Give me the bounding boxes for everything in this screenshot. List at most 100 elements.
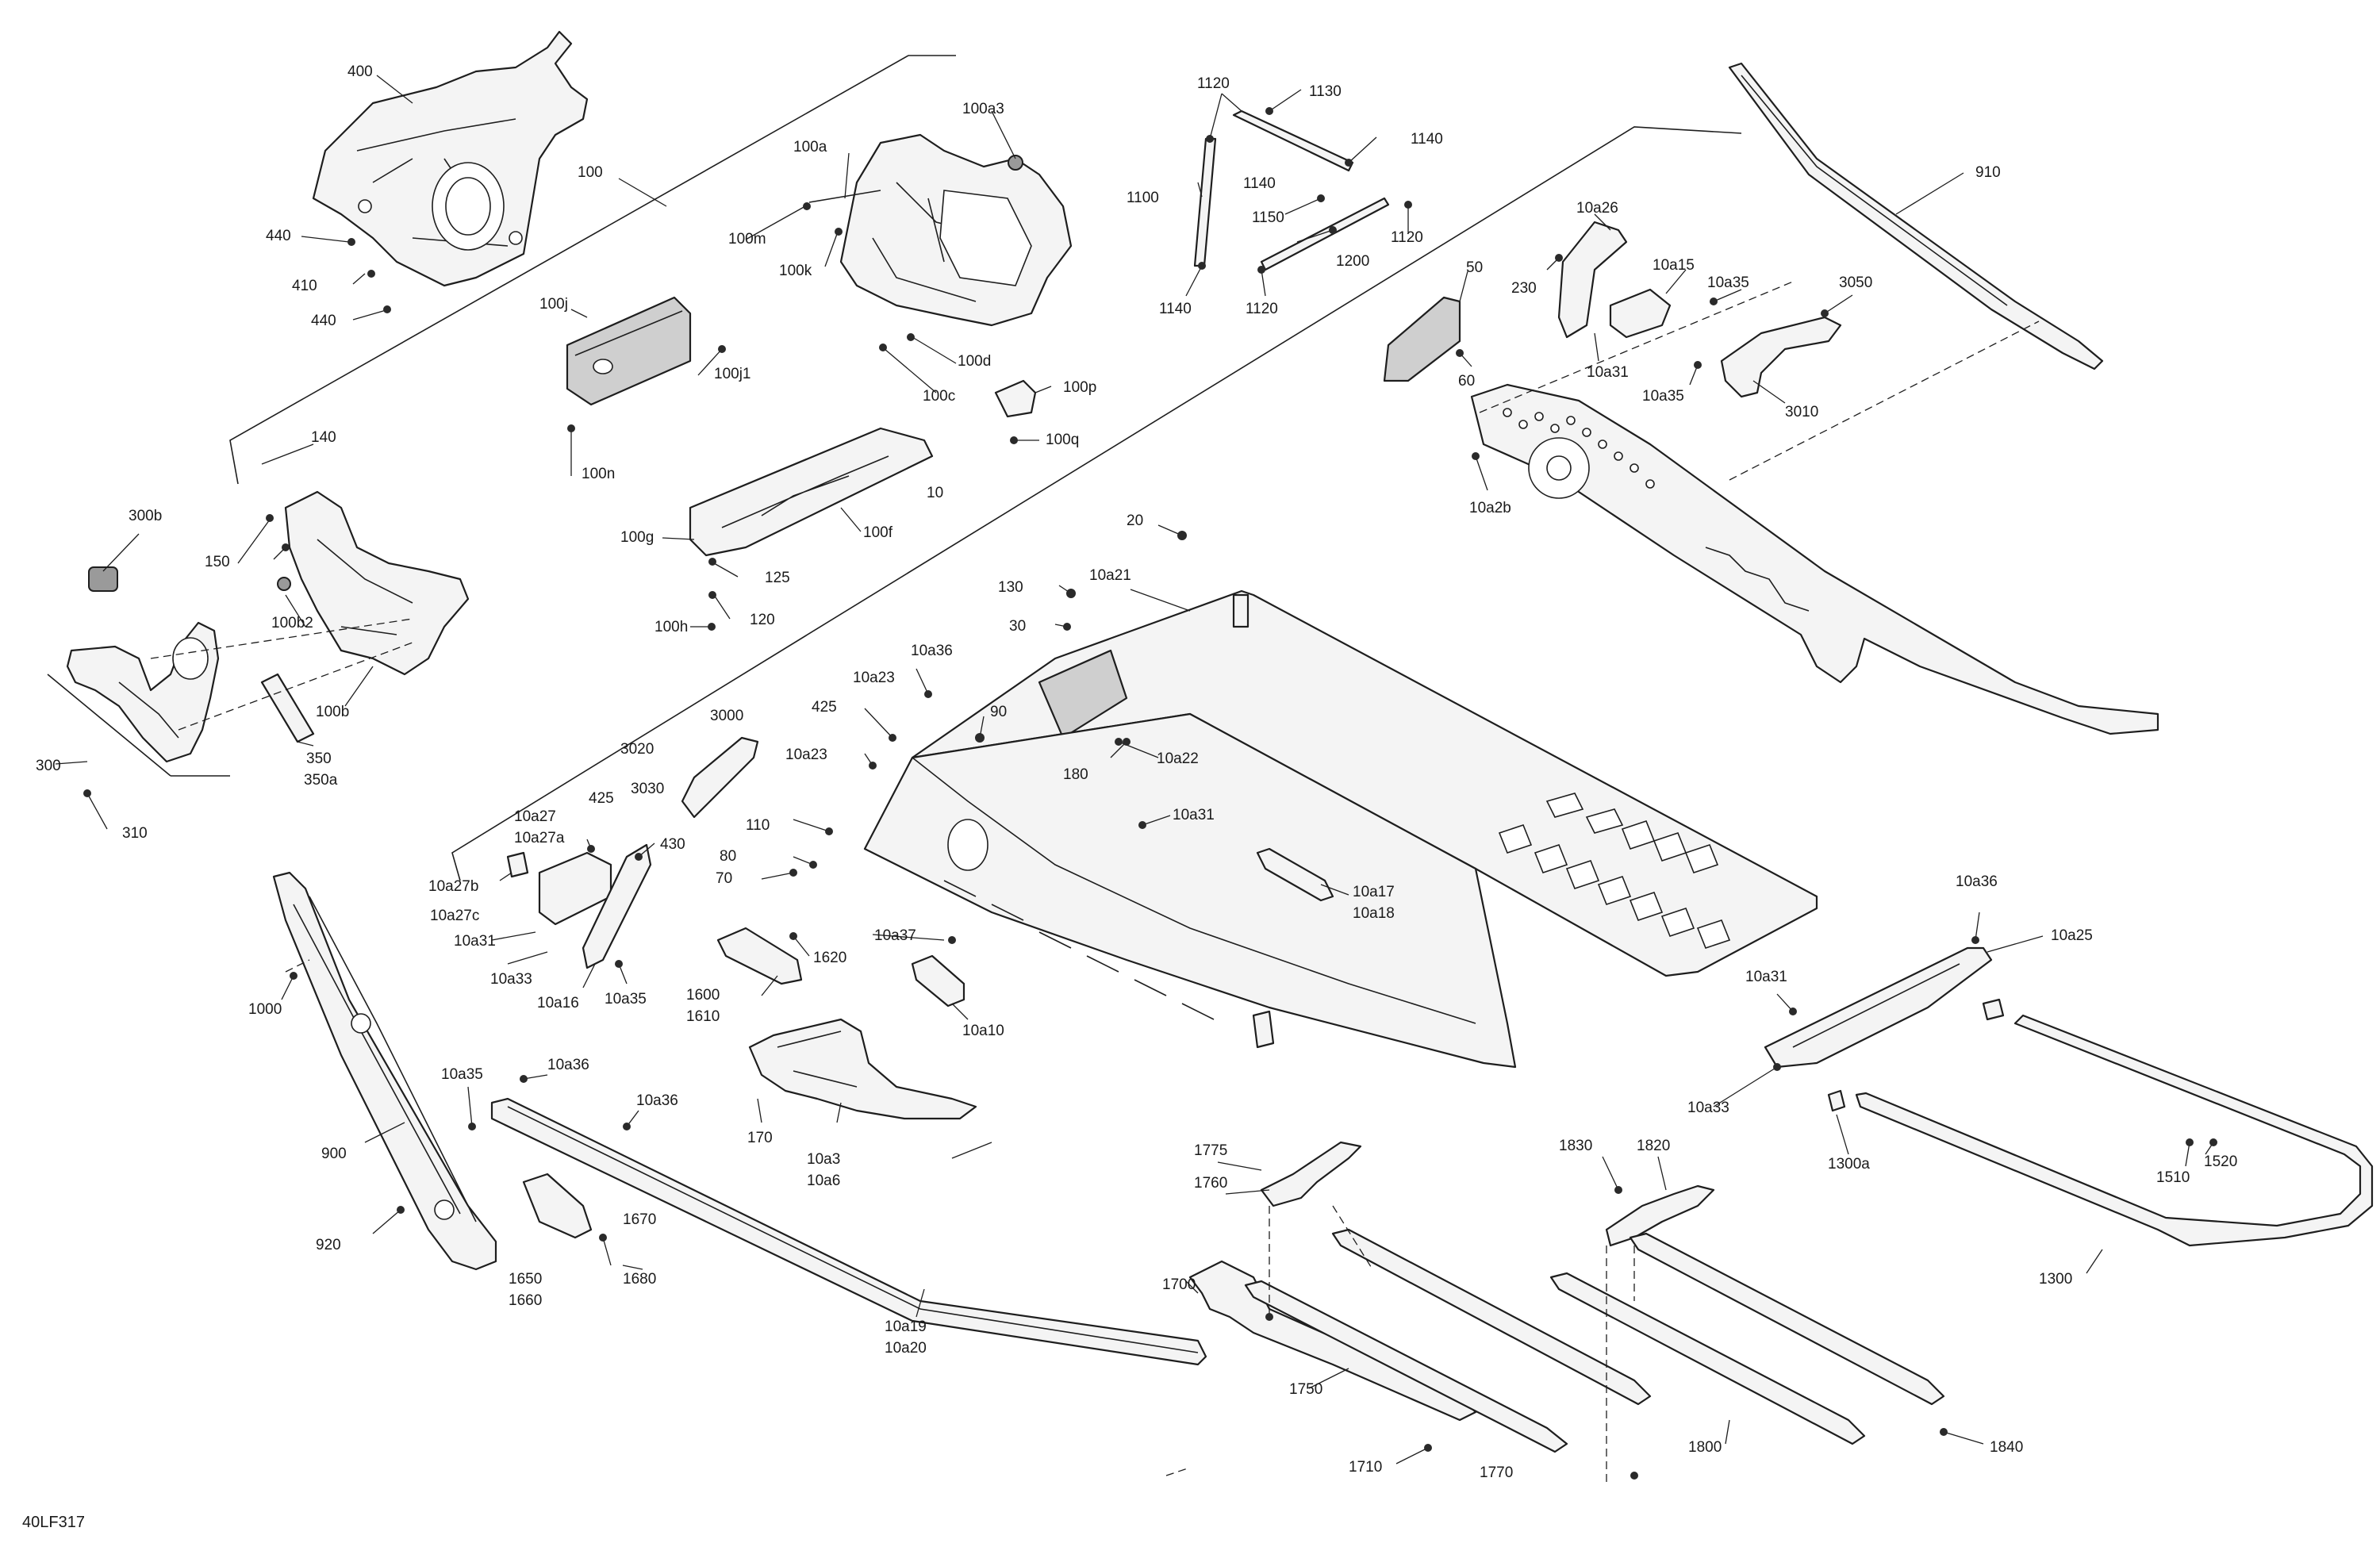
label-1760: 1760 [1194,1175,1227,1192]
label-50: 50 [1466,259,1483,276]
label-310: 310 [122,825,148,842]
label-100q: 100q [1046,432,1079,448]
label-1670: 1670 [623,1211,656,1228]
label-30: 30 [1009,618,1026,635]
label-100j: 100j [539,296,568,313]
label-10a3: 10a3 [807,1151,840,1168]
part-1300a-clip [1827,998,2005,1112]
label-140: 140 [311,429,336,446]
label-10a10: 10a10 [962,1023,1004,1039]
label-1710: 1710 [1349,1459,1382,1476]
label-1680: 1680 [623,1271,656,1288]
part-910-rail [1728,62,2104,370]
label-1120: 1120 [1391,229,1423,246]
part-100p-clip [994,379,1037,418]
part-900-tunnel-brace [272,871,497,1271]
label-1150: 1150 [1252,209,1284,226]
label-1820: 1820 [1637,1138,1670,1154]
label-3010: 3010 [1785,404,1818,420]
part-3010-handle [1720,316,1842,398]
label-10a27b: 10a27b [428,878,478,895]
label-100c: 100c [923,388,955,405]
label-10a17: 10a17 [1353,884,1395,900]
part-300-front-arm [66,621,220,763]
label-10a27c: 10a27c [430,908,479,924]
part-1650-heel-plate [522,1173,593,1239]
label-100a3: 100a3 [962,101,1004,117]
drawing-code: 40LF317 [22,1514,85,1531]
label-100h: 100h [654,619,688,635]
part-10a26-bracket [1557,221,1672,339]
part-10a3-front-skid [748,1018,977,1120]
label-10a21: 10a21 [1089,567,1131,584]
leader-lines [55,75,2214,1464]
label-1100: 1100 [1127,190,1159,206]
label-3020: 3020 [620,741,654,758]
label-3000: 3000 [710,708,743,724]
label-10a26: 10a26 [1576,200,1618,217]
label-350: 350 [306,750,332,767]
label-10a25: 10a25 [2051,927,2093,944]
label-430: 430 [660,836,685,853]
label-100k: 100k [779,263,812,279]
label-1300a: 1300a [1828,1156,1870,1173]
label-10a33: 10a33 [1687,1100,1729,1116]
label-230: 230 [1511,280,1537,297]
label-10a36: 10a36 [1956,873,1998,890]
label-1520: 1520 [2204,1153,2237,1170]
label-1840: 1840 [1990,1439,2023,1456]
part-100b-suspension-frame [277,490,470,676]
label-170: 170 [747,1130,773,1146]
label-1610: 1610 [686,1008,720,1025]
label-1140: 1140 [1159,301,1192,317]
label-100b: 100b [316,704,349,720]
assembly-guide-lines [47,55,1742,881]
label-1200: 1200 [1336,253,1369,270]
part-1750-slide-left [1244,1280,1568,1453]
label-100: 100 [578,164,603,181]
label-10a2b: 10a2b [1469,500,1511,516]
label-150: 150 [205,554,230,570]
part-400-front-upper-frame [312,30,589,287]
label-100p: 100p [1063,379,1096,396]
label-10a31: 10a31 [1587,364,1629,381]
part-1100-linkage [1193,109,1390,271]
label-910: 910 [1975,164,2001,181]
label-10a27a: 10a27a [514,830,565,846]
part-1760-bracket [1260,1141,1362,1207]
label-1620: 1620 [813,950,846,966]
label-300: 300 [36,758,61,774]
label-70: 70 [716,870,732,887]
label-20: 20 [1127,512,1143,529]
label-10a27: 10a27 [514,808,556,825]
label-100m: 100m [728,231,766,248]
label-100j1: 100j1 [714,366,751,382]
label-125: 125 [765,570,790,586]
part-10-tunnel [863,589,1818,1069]
label-10a35: 10a35 [605,991,647,1008]
label-60: 60 [1458,373,1475,390]
label-1120: 1120 [1246,301,1278,317]
label-1510: 1510 [2156,1169,2190,1186]
label-1830: 1830 [1559,1138,1592,1154]
label-120: 120 [750,612,775,628]
part-1600-pad [716,927,803,985]
part-3000-bracket [681,736,759,819]
label-10a35: 10a35 [1707,274,1749,291]
label-10: 10 [927,485,943,501]
label-10a36: 10a36 [911,643,953,659]
label-1600: 1600 [686,987,720,1004]
part-10a25-rear-bracket [1764,946,1993,1069]
label-10a23: 10a23 [785,747,827,763]
label-1660: 1660 [509,1292,542,1309]
label-10a22: 10a22 [1157,750,1199,767]
label-100a: 100a [793,139,827,155]
label-425: 425 [589,790,614,807]
label-400: 400 [347,63,373,80]
part-100f-skid-plate [689,427,934,557]
label-130: 130 [998,579,1023,596]
part-10a19-footrest [490,1097,1207,1366]
label-1700: 1700 [1162,1276,1196,1293]
tunnel-footrest-slots [943,880,1215,1020]
